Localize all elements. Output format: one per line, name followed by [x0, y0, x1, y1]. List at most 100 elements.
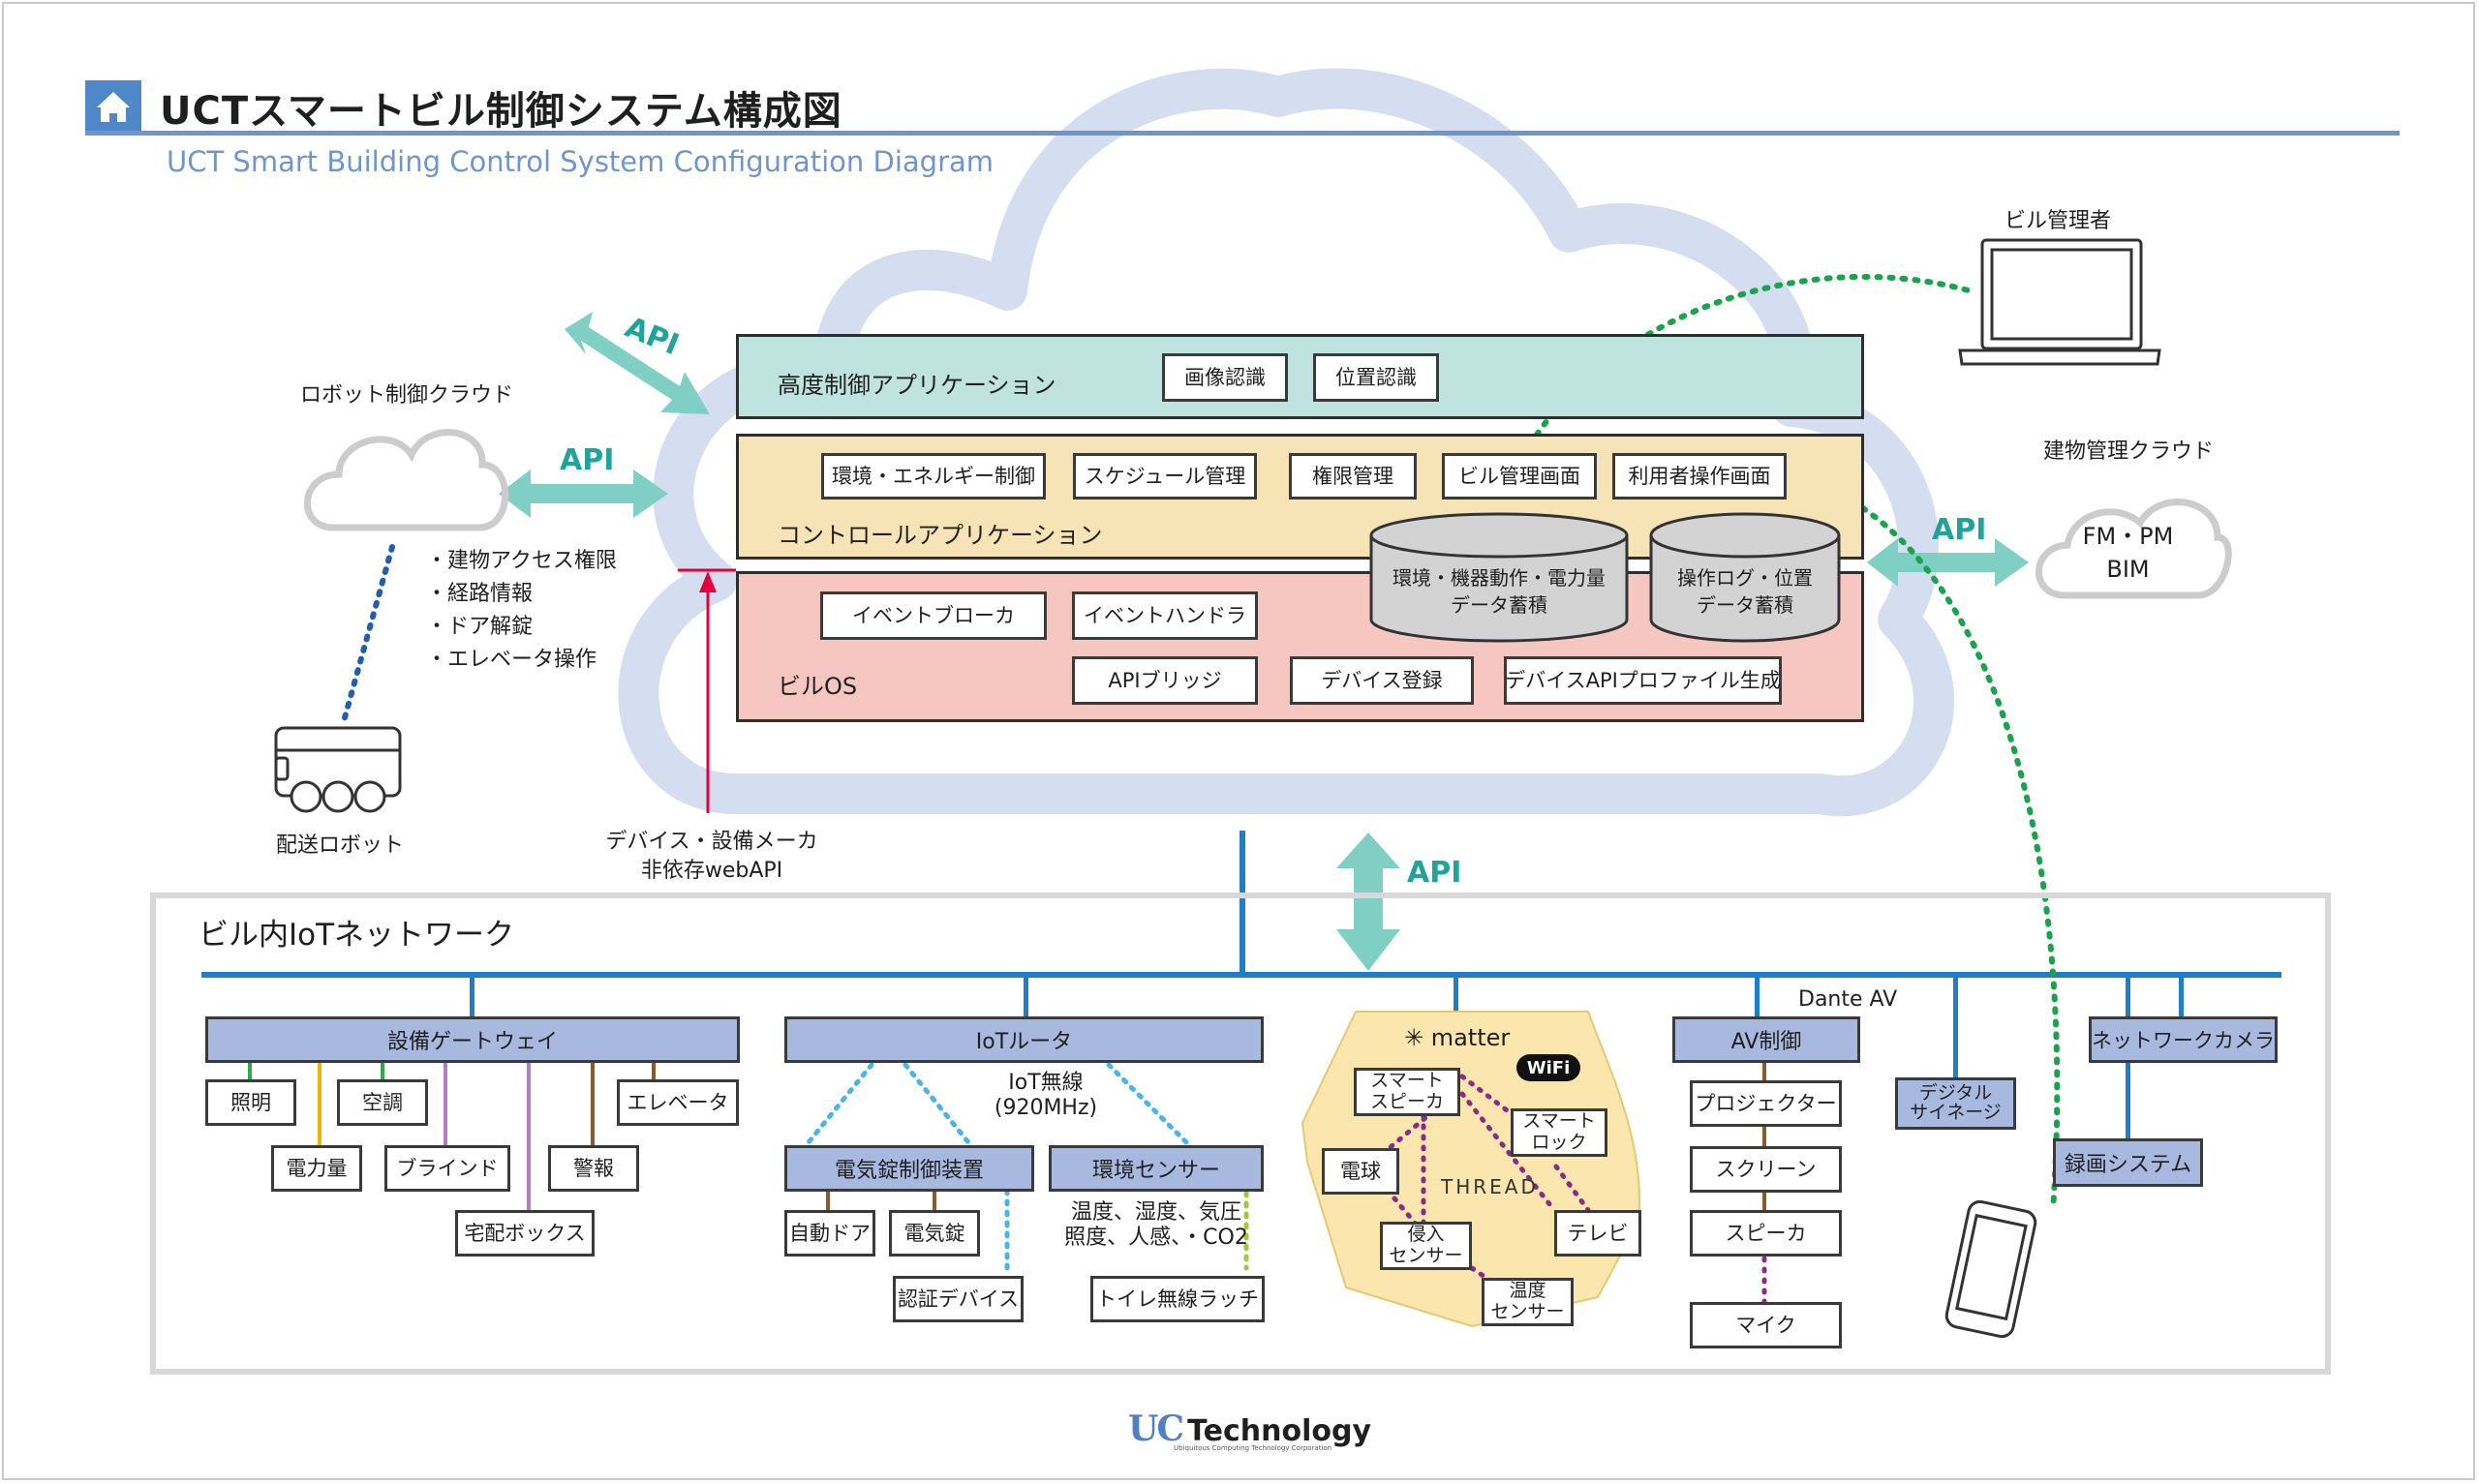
smart-lock-line1: スマート	[1522, 1110, 1596, 1133]
av-control-header: AV制御	[1672, 1016, 1860, 1063]
temp-sensor-box: 温度 センサー	[1482, 1278, 1574, 1326]
layer-advanced-label: 高度制御アプリケーション	[778, 372, 1056, 399]
smart-speaker-box: スマート スピーカ	[1354, 1068, 1460, 1116]
image-recognition-box: 画像認識	[1162, 353, 1288, 402]
database-log-icon	[1649, 512, 1841, 643]
device-api-profile-box: デバイスAPIプロファイル生成	[1504, 656, 1782, 705]
auto-door-box: 自動ドア	[784, 1210, 875, 1257]
lock-controller-header: 電気錠制御装置	[784, 1145, 1034, 1192]
robot-cloud-label: ロボット制御クラウド	[300, 383, 514, 408]
footer-company-name: Technology	[1187, 1414, 1371, 1448]
page-title: UCTスマートビル制御システム構成図	[160, 89, 842, 134]
large-cloud-shape	[618, 68, 1955, 817]
smart-speaker-line1: スマート	[1370, 1070, 1444, 1092]
event-handler-box: イベントハンドラ	[1072, 591, 1258, 640]
api-label-robot: API	[560, 443, 615, 477]
power-box: 電力量	[271, 1145, 362, 1192]
smart-lock-box: スマート ロック	[1511, 1108, 1607, 1157]
env-sensor-header: 環境センサー	[1049, 1145, 1264, 1192]
robot-feature-item: ・ドア解錠	[426, 615, 534, 639]
microphone-box: マイク	[1690, 1302, 1842, 1348]
iot-wireless-line1: IoT無線	[1008, 1071, 1084, 1095]
intrusion-sensor-line2: センサー	[1389, 1245, 1463, 1266]
robot-icon	[274, 726, 402, 813]
webapi-label-line2: 非依存webAPI	[640, 859, 783, 883]
gateway-header: 設備ゲートウェイ	[205, 1016, 740, 1063]
database-log-line1: 操作ログ・位置	[1677, 566, 1813, 590]
matter-icon: ✳	[1404, 1024, 1424, 1051]
projector-box: プロジェクター	[1690, 1080, 1842, 1127]
position-recognition-box: 位置認識	[1313, 353, 1439, 402]
temp-sensor-line1: 温度	[1509, 1280, 1546, 1302]
smartphone-icon	[1944, 1199, 2037, 1339]
delivery-robot-label: 配送ロボット	[276, 833, 405, 858]
bim-label: BIM	[2106, 556, 2150, 583]
dante-av-label: Dante AV	[1798, 987, 1898, 1012]
page-subtitle: UCT Smart Building Control System Config…	[167, 145, 995, 178]
network-camera-box: ネットワークカメラ	[2089, 1016, 2278, 1063]
layer-control: コントロールアプリケーション 環境・エネルギー制御 スケジュール管理 権限管理 …	[736, 434, 1864, 560]
api-arrow-building	[1867, 538, 2029, 587]
network-panel	[150, 893, 2331, 1375]
building-cloud-shape	[2035, 499, 2232, 599]
speaker-box: スピーカ	[1690, 1210, 1842, 1257]
building-cloud-content: FM・PM BIM	[2053, 520, 2203, 586]
database-env-line1: 環境・機器動作・電力量	[1393, 566, 1606, 590]
building-cloud-label: 建物管理クラウド	[2043, 439, 2215, 464]
building-manager-label: ビル管理者	[2005, 209, 2112, 233]
database-env-line2: データ蓄積	[1451, 593, 1547, 617]
user-ui-box: 利用者操作画面	[1612, 453, 1787, 500]
delivery-box: 宅配ボックス	[455, 1210, 595, 1257]
aircon-box: 空調	[337, 1079, 428, 1126]
iot-wireless-line2: (920MHz)	[994, 1096, 1098, 1120]
layer-control-label: コントロールアプリケーション	[778, 522, 1103, 549]
intrusion-sensor-box: 侵入 センサー	[1380, 1222, 1472, 1270]
webapi-label: デバイス・設備メーカ 非依存webAPI	[596, 828, 828, 886]
laptop-icon	[1958, 238, 2161, 366]
robot-feature-item: ・エレベータ操作	[426, 648, 597, 672]
screen-box: スクリーン	[1690, 1146, 1842, 1193]
recording-system-box: 録画システム	[2053, 1138, 2203, 1187]
building-ui-box: ビル管理画面	[1442, 453, 1597, 500]
robot-feature-item: ・建物アクセス権限	[426, 549, 617, 573]
api-label-network: API	[1407, 856, 1462, 890]
digital-signage-box: デジタル サイネージ	[1895, 1077, 2016, 1130]
api-arrow-diagonal	[565, 312, 710, 414]
layer-os: ビルOS イベントブローカ イベントハンドラ APIブリッジ デバイス登録 デバ…	[736, 571, 1864, 722]
api-bridge-box: APIブリッジ	[1072, 656, 1258, 705]
permission-box: 権限管理	[1289, 453, 1417, 500]
device-registration-box: デバイス登録	[1290, 656, 1474, 705]
network-bus	[201, 972, 2281, 978]
schedule-box: スケジュール管理	[1073, 453, 1257, 500]
smart-lock-line2: ロック	[1531, 1132, 1587, 1153]
database-log-line2: データ蓄積	[1697, 593, 1793, 617]
uct-logo-mark: UC	[1128, 1408, 1184, 1449]
temp-sensor-line2: センサー	[1490, 1301, 1565, 1322]
electric-lock-box: 電気錠	[889, 1210, 980, 1257]
header-rule	[85, 131, 2400, 136]
env-sensor-line2: 照度、人感、・CO2	[1064, 1226, 1248, 1250]
network-title: ビル内IoTネットワーク	[199, 918, 515, 953]
digital-signage-line2: サイネージ	[1910, 1102, 2002, 1123]
api-label-building: API	[1932, 513, 1987, 547]
lighting-box: 照明	[205, 1079, 296, 1126]
robot-feature-list: ・建物アクセス権限 ・経路情報 ・ドア解錠 ・エレベータ操作	[426, 545, 617, 677]
api-arrow-vertical	[1336, 833, 1400, 971]
env-sensor-line1: 温度、湿度、気圧	[1070, 1200, 1241, 1225]
fm-pm-label: FM・PM	[2082, 523, 2174, 550]
tv-box: テレビ	[1554, 1210, 1641, 1257]
intrusion-sensor-line1: 侵入	[1407, 1224, 1445, 1246]
digital-signage-line1: デジタル	[1918, 1082, 1993, 1105]
home-icon	[97, 92, 130, 122]
robot-cloud-shape	[304, 429, 509, 531]
api-arrows	[499, 312, 2029, 971]
iot-router-header: IoTルータ	[784, 1016, 1264, 1063]
thread-logo: THREAD	[1441, 1175, 1539, 1198]
robot-feature-item: ・経路情報	[426, 582, 534, 606]
webapi-label-line1: デバイス・設備メーカ	[605, 830, 818, 854]
layer-os-label: ビルOS	[778, 673, 858, 700]
matter-logo-text: matter	[1430, 1024, 1511, 1051]
database-env-icon	[1369, 512, 1629, 643]
iot-wireless-label: IoT無線 (920MHz)	[968, 1071, 1123, 1121]
